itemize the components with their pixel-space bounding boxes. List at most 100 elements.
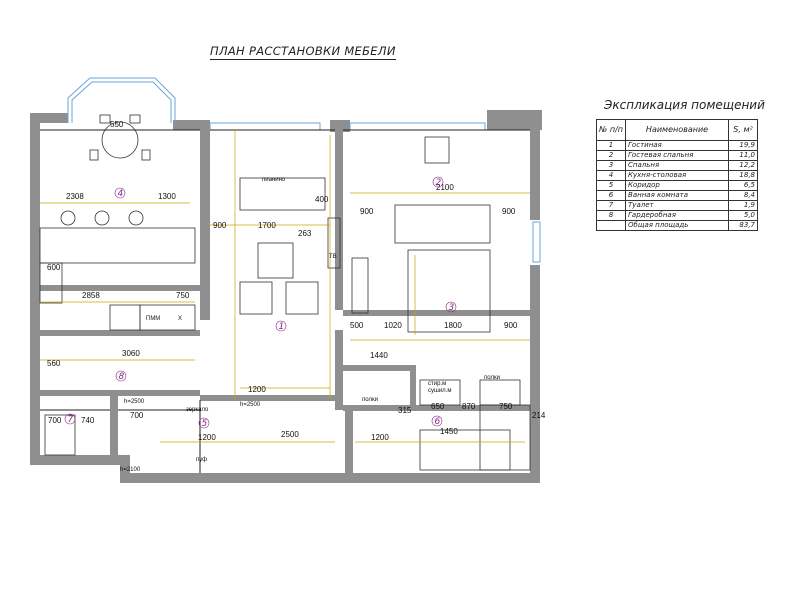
legend-row-no: 8: [595, 210, 627, 221]
legend-row-name: Ванная комната: [625, 190, 729, 201]
room-number-1: 1: [279, 322, 285, 332]
room-number-4: 4: [118, 189, 124, 199]
legend-row-area: 18,8: [728, 170, 758, 181]
dim-650: 650: [431, 402, 445, 411]
room-numbers: 1 2 3 4 5 6 7 8: [64, 176, 457, 429]
legend-row-area: 19,9: [728, 140, 758, 151]
dim-1700: 1700: [258, 221, 276, 230]
dim-2858: 2858: [82, 291, 100, 300]
dim-750: 750: [176, 291, 190, 300]
dim-900-bed2: 900: [502, 207, 516, 216]
label-shelves: полки: [362, 397, 378, 403]
dim-550: 550: [110, 120, 124, 129]
label-dryer: сушил.м: [428, 388, 451, 394]
windows: [67, 77, 541, 263]
partitions: [40, 129, 530, 473]
dim-900: 900: [213, 221, 227, 230]
dim-900-bed: 900: [360, 207, 374, 216]
legend-row-name: Туалет: [625, 200, 729, 211]
legend-header-area: S, м²: [728, 119, 758, 141]
dim-1200: 1200: [248, 385, 266, 394]
label-mirror: зеркало: [186, 407, 209, 413]
dim-1450: 1450: [440, 427, 458, 436]
legend-row-area: 1,9: [728, 200, 758, 211]
label-ceiling-2500-wc: h=2500: [124, 399, 145, 405]
legend-row-name: Гостиная: [625, 140, 729, 151]
legend-row-name: Гостевая спальня: [625, 150, 729, 161]
legend-row-no: 4: [595, 170, 627, 181]
room-number-8: 8: [119, 372, 125, 382]
legend-row-no: 2: [595, 150, 627, 161]
room-number-6: 6: [435, 417, 441, 427]
label-ceiling-2100: h=2100: [120, 467, 141, 473]
dim-2500: 2500: [281, 430, 299, 439]
legend-row-area: 12,2: [728, 160, 758, 171]
legend-header-no: № п/п: [595, 119, 627, 141]
dim-1200-hall: 1200: [198, 433, 216, 442]
dim-560: 560: [47, 359, 61, 368]
dim-740: 740: [81, 416, 95, 425]
label-pmm: ПММ: [146, 316, 160, 322]
legend-row-name: Спальня: [625, 160, 729, 171]
dim-1440: 1440: [370, 351, 388, 360]
legend-row-no: 1: [595, 140, 627, 151]
dim-2308: 2308: [66, 192, 84, 201]
legend-row-no: 6: [595, 190, 627, 201]
label-x: Х: [178, 316, 182, 322]
label-tv: ТВ: [329, 254, 337, 260]
dim-1800: 1800: [444, 321, 462, 330]
label-washer: стир.м: [428, 381, 446, 387]
legend-row-area: 6,5: [728, 180, 758, 191]
room-number-3: 3: [449, 303, 455, 313]
dim-1300: 1300: [158, 192, 176, 201]
dim-315: 315: [398, 406, 412, 415]
furniture: [39, 114, 531, 471]
legend-row-area: 11,0: [728, 150, 758, 161]
label-ceiling-2500-hall: h=2500: [240, 402, 261, 408]
plan-title: ПЛАН РАССТАНОВКИ МЕБЕЛИ: [210, 44, 396, 60]
legend-row-no: 3: [595, 160, 627, 171]
legend-title: Экспликация помещений: [604, 98, 765, 112]
legend-row-area: 5,0: [728, 210, 758, 221]
dim-1200-bath: 1200: [371, 433, 389, 442]
dim-700-wc: 700: [48, 416, 62, 425]
dim-3060: 3060: [122, 349, 140, 358]
dim-214: 214: [532, 411, 546, 420]
plan-labels: пианино ТВ ПММ Х зеркало пуф полки полки…: [120, 177, 500, 473]
dim-263: 263: [298, 229, 312, 238]
legend-row-name: Кухня-столовая: [625, 170, 729, 181]
dimension-values: 550 2308 1300 600 2858 750 3060 560 700 …: [47, 120, 546, 442]
legend-row-name: Коридор: [625, 180, 729, 191]
room-number-7: 7: [68, 415, 74, 425]
room-number-2: 2: [436, 178, 442, 188]
dim-870: 870: [462, 402, 476, 411]
legend-row-name: Гардеробная: [625, 210, 729, 221]
dim-500: 500: [350, 321, 364, 330]
legend-header-name: Наименование: [625, 119, 729, 141]
dim-2100: 2100: [436, 183, 454, 192]
dim-750-bath: 750: [499, 402, 513, 411]
dim-900-bed3: 900: [504, 321, 518, 330]
room-number-5: 5: [202, 419, 208, 429]
label-piano: пианино: [262, 177, 286, 183]
dimension-lines: [40, 130, 530, 443]
dim-400: 400: [315, 195, 329, 204]
legend-total-area: 83,7: [728, 220, 758, 231]
legend-row-no: 5: [595, 180, 627, 191]
label-pouf: пуф: [196, 457, 207, 463]
dim-1020: 1020: [384, 321, 402, 330]
label-shelves-bath: полки: [484, 375, 500, 381]
dim-600: 600: [47, 263, 61, 272]
legend-row-area: 8,4: [728, 190, 758, 201]
walls: [30, 110, 542, 483]
